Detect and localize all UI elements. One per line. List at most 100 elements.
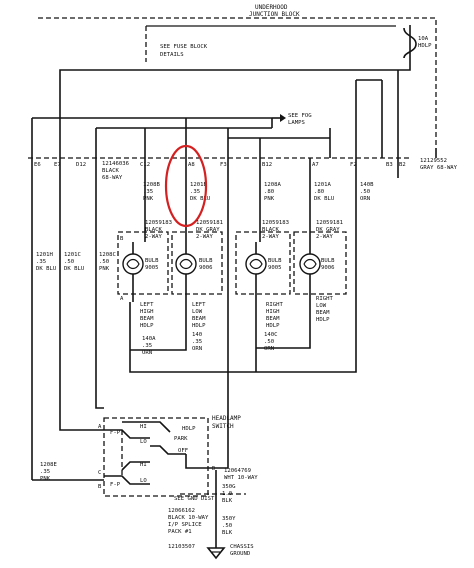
pin-label-b12: B12 (262, 162, 272, 168)
fog-arrow-head (280, 114, 286, 122)
wire-right-ground-num: 140C (264, 332, 277, 338)
wire-d12-num: 1208C (99, 252, 116, 258)
wire-switch-feed-num: 1208E (40, 462, 57, 468)
wire-e7 (59, 158, 104, 431)
pin-label-e7: E7 (54, 162, 61, 168)
wire-left-low-ground-color: ORN (192, 346, 202, 352)
switch-pin-b: B (98, 484, 102, 490)
switch-contact-hi (121, 461, 150, 471)
lamp-left-high-pin-a: A (120, 296, 124, 302)
pin-label-b3: B3 (386, 162, 393, 168)
switch-connector-part-no: 12064769 (224, 468, 251, 474)
switch-output (185, 454, 208, 469)
wire-d12-gauge: .50 (99, 259, 109, 265)
switch-subtitle: SWITCH (212, 423, 234, 430)
lamp-left-high-name3: BEAM (140, 316, 154, 322)
lamp-left-high-part-no: 12059183 (145, 220, 172, 226)
lamp-left-low-leads (130, 242, 187, 351)
lamp-right-high-name3: BEAM (266, 316, 280, 322)
lamp-right-low-bulb: 9006 (321, 265, 334, 271)
wire-switch-feed-color: PNK (40, 476, 51, 482)
lamp-left-low-name2: LOW (192, 309, 203, 315)
lamp-right-low-beam: 12059181 DK GRAY 2-WAY BULB 9006 RIGHT L… (256, 220, 347, 349)
wire-a7-color: DK BLU (314, 196, 334, 202)
lamp-right-low-bulb-word: BULB (321, 258, 335, 264)
wire-b12-color: PNK (264, 196, 275, 202)
connector-part-no: 12129552 (420, 158, 447, 164)
wire-right-ground-color: ORN (264, 346, 274, 352)
switch-connector-desc: WHT 10-WAY (224, 475, 258, 481)
pin-label-f2: F2 (350, 162, 357, 168)
wire-gnd1-gauge: 1.0 (222, 491, 232, 497)
pin-label-a8: A8 (188, 162, 195, 168)
wire-e6-num: 1201H (36, 252, 53, 258)
junction-block-title: UNDERHOOD (255, 4, 288, 11)
wire-right-ground-gauge: .50 (264, 339, 274, 345)
switch-hdlp: HDLP (182, 426, 196, 432)
switch-contact-lo (104, 475, 150, 485)
wire-e7-num: 1201C (64, 252, 81, 258)
wire-e7-gauge: .50 (64, 259, 74, 265)
splice-desc2: I/P SPLICE (168, 522, 202, 528)
lamp-left-high-name1: LEFT (140, 302, 154, 308)
lamp-left-low-conn1: DK GRAY (196, 227, 220, 233)
lamp-left-high-conn2: 2-WAY (145, 234, 162, 240)
lamp-left-low-bulb: 9006 (199, 265, 212, 271)
lamp-left-low-bulb-icon (175, 253, 197, 275)
lamp-left-high-outline (117, 231, 169, 295)
lamp-left-high-bulb-word: BULB (145, 258, 159, 264)
connector-desc: GRAY 68-WAY (420, 165, 458, 171)
lamp-left-high-conn1: BLACK (145, 227, 162, 233)
switch-outline (103, 417, 209, 497)
connector-pin-labels: E6 E7 D12 C12 A8 F3 B12 A7 F2 B3 B2 (34, 162, 406, 168)
wire-left-low-ground-num: 140 (192, 332, 202, 338)
switch-fp-lower: F-P (110, 482, 121, 488)
fog-lamps-note: SEE FOG (288, 113, 312, 119)
switch-contact-hdlp (122, 421, 171, 433)
switch-title: HEADLAMP (212, 415, 241, 422)
lamp-right-low-bulb-icon (299, 253, 321, 275)
wire-d12 (95, 158, 104, 409)
pin-label-b2: B2 (399, 162, 406, 168)
lamp-right-low-conn2: 2-WAY (316, 234, 333, 240)
fuse-output-wire (59, 58, 411, 118)
lamp-right-low-part-no: 12059181 (316, 220, 343, 226)
lamp-right-high-beam: 12059183 BLACK 2-WAY BULB 9005 RIGHT HIG… (235, 220, 291, 372)
wire-d12-color: PNK (99, 266, 110, 272)
fuse-label: 10A (418, 36, 429, 42)
pin-label-d12: D12 (76, 162, 86, 168)
fog-lamps-note-lamps: LAMPS (288, 120, 305, 126)
wire-b3-gauge: .50 (360, 189, 370, 195)
wire-left-low-ground-gauge: .35 (192, 339, 202, 345)
wire-e6-color: DK BLU (36, 266, 56, 272)
switch-lo: LO (140, 439, 147, 445)
switch-pin-c: C (98, 470, 101, 476)
lamp-left-high-name4: HDLP (140, 323, 154, 329)
lamp-right-low-name4: HDLP (316, 317, 330, 323)
wire-a8-num: 1201B (190, 182, 207, 188)
wire-left-ground-gauge: .35 (142, 343, 152, 349)
wire-gnd2-gauge: .50 (222, 523, 232, 529)
lamp-right-low-filament (303, 258, 317, 270)
fuse-label-name: HDLP (418, 43, 432, 49)
lamp-left-low-bulb-word: BULB (199, 258, 213, 264)
chassis-ground-icon (206, 547, 226, 560)
lamp-left-low-name3: BEAM (192, 316, 206, 322)
wire-b3-color: ORN (360, 196, 370, 202)
connector-left-part-no: 12146036 (102, 161, 129, 167)
connector-left-desc1: BLACK (102, 168, 119, 174)
splice-desc3: PACK #1 (168, 529, 192, 535)
lamp-right-low-name1: RIGHT (316, 296, 333, 302)
lamp-left-low-outline (171, 231, 223, 295)
lamp-left-low-part-no: 12059181 (196, 220, 223, 226)
switch-lo-lower: LO (140, 478, 147, 484)
lamp-right-high-name4: HDLP (266, 323, 280, 329)
lamp-left-high-bulb-icon (122, 253, 144, 275)
ground-label-2: GROUND (230, 551, 251, 557)
lamp-right-high-filament (249, 258, 263, 270)
wire-a8-color: DK BLU (190, 196, 210, 202)
lamp-left-low-filament (179, 258, 193, 270)
lamp-right-high-conn1: BLACK (262, 227, 279, 233)
ground-part-no: 12103507 (168, 544, 195, 550)
wire-a7-gauge: .80 (314, 189, 324, 195)
